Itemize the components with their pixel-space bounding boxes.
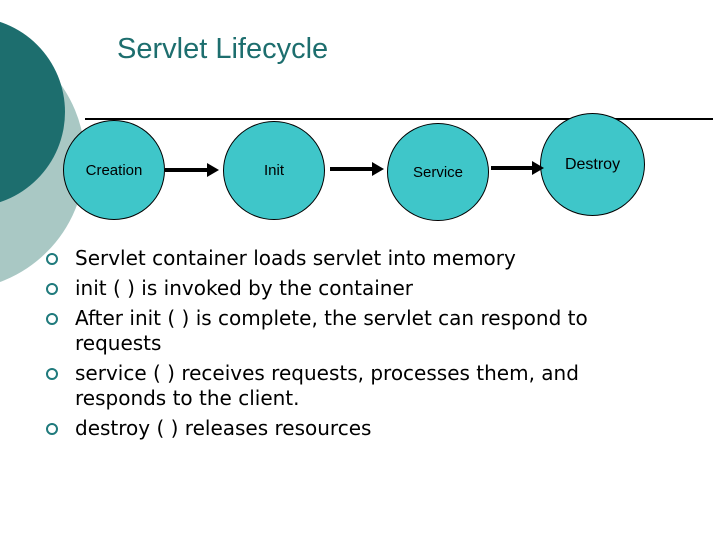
bullet-circle-icon bbox=[46, 283, 58, 295]
divider-line bbox=[85, 118, 713, 120]
arrow-init-to-service-icon bbox=[330, 162, 384, 176]
node-destroy-label: Destroy bbox=[564, 155, 621, 173]
node-creation: Creation bbox=[63, 120, 165, 220]
bullet-text: init ( ) is invoked by the container bbox=[75, 276, 414, 300]
bullet-text: destroy ( ) releases resources bbox=[75, 416, 372, 440]
node-creation-label: Creation bbox=[85, 161, 143, 179]
arrow-service-to-destroy-icon bbox=[491, 161, 544, 175]
arrow-head bbox=[532, 161, 544, 175]
bullet-list: Servlet container loads servlet into mem… bbox=[40, 246, 690, 446]
bullet-text: Servlet container loads servlet into mem… bbox=[75, 246, 516, 270]
bullet-circle-icon bbox=[46, 423, 58, 435]
arrow-shaft bbox=[491, 166, 533, 170]
node-init: Init bbox=[223, 121, 325, 220]
bullet-text: After init ( ) is complete, the servlet … bbox=[75, 306, 588, 355]
arrow-shaft bbox=[330, 167, 373, 171]
arrow-head bbox=[207, 163, 219, 177]
page-title: Servlet Lifecycle bbox=[117, 33, 329, 65]
arrow-head bbox=[372, 162, 384, 176]
list-item: init ( ) is invoked by the container bbox=[40, 276, 690, 301]
bullet-circle-icon bbox=[46, 253, 58, 265]
arrow-shaft bbox=[165, 168, 208, 172]
list-item: Servlet container loads servlet into mem… bbox=[40, 246, 690, 271]
node-init-label: Init bbox=[263, 162, 284, 179]
bullet-text: service ( ) receives requests, processes… bbox=[75, 361, 579, 410]
list-item: After init ( ) is complete, the servlet … bbox=[40, 306, 690, 356]
arrow-creation-to-init-icon bbox=[165, 163, 219, 177]
list-item: service ( ) receives requests, processes… bbox=[40, 361, 690, 411]
bullet-circle-icon bbox=[46, 313, 58, 325]
node-service: Service bbox=[387, 123, 489, 221]
node-service-label: Service bbox=[412, 163, 464, 181]
node-destroy: Destroy bbox=[540, 113, 645, 216]
bullet-circle-icon bbox=[46, 368, 58, 380]
list-item: destroy ( ) releases resources bbox=[40, 416, 690, 441]
